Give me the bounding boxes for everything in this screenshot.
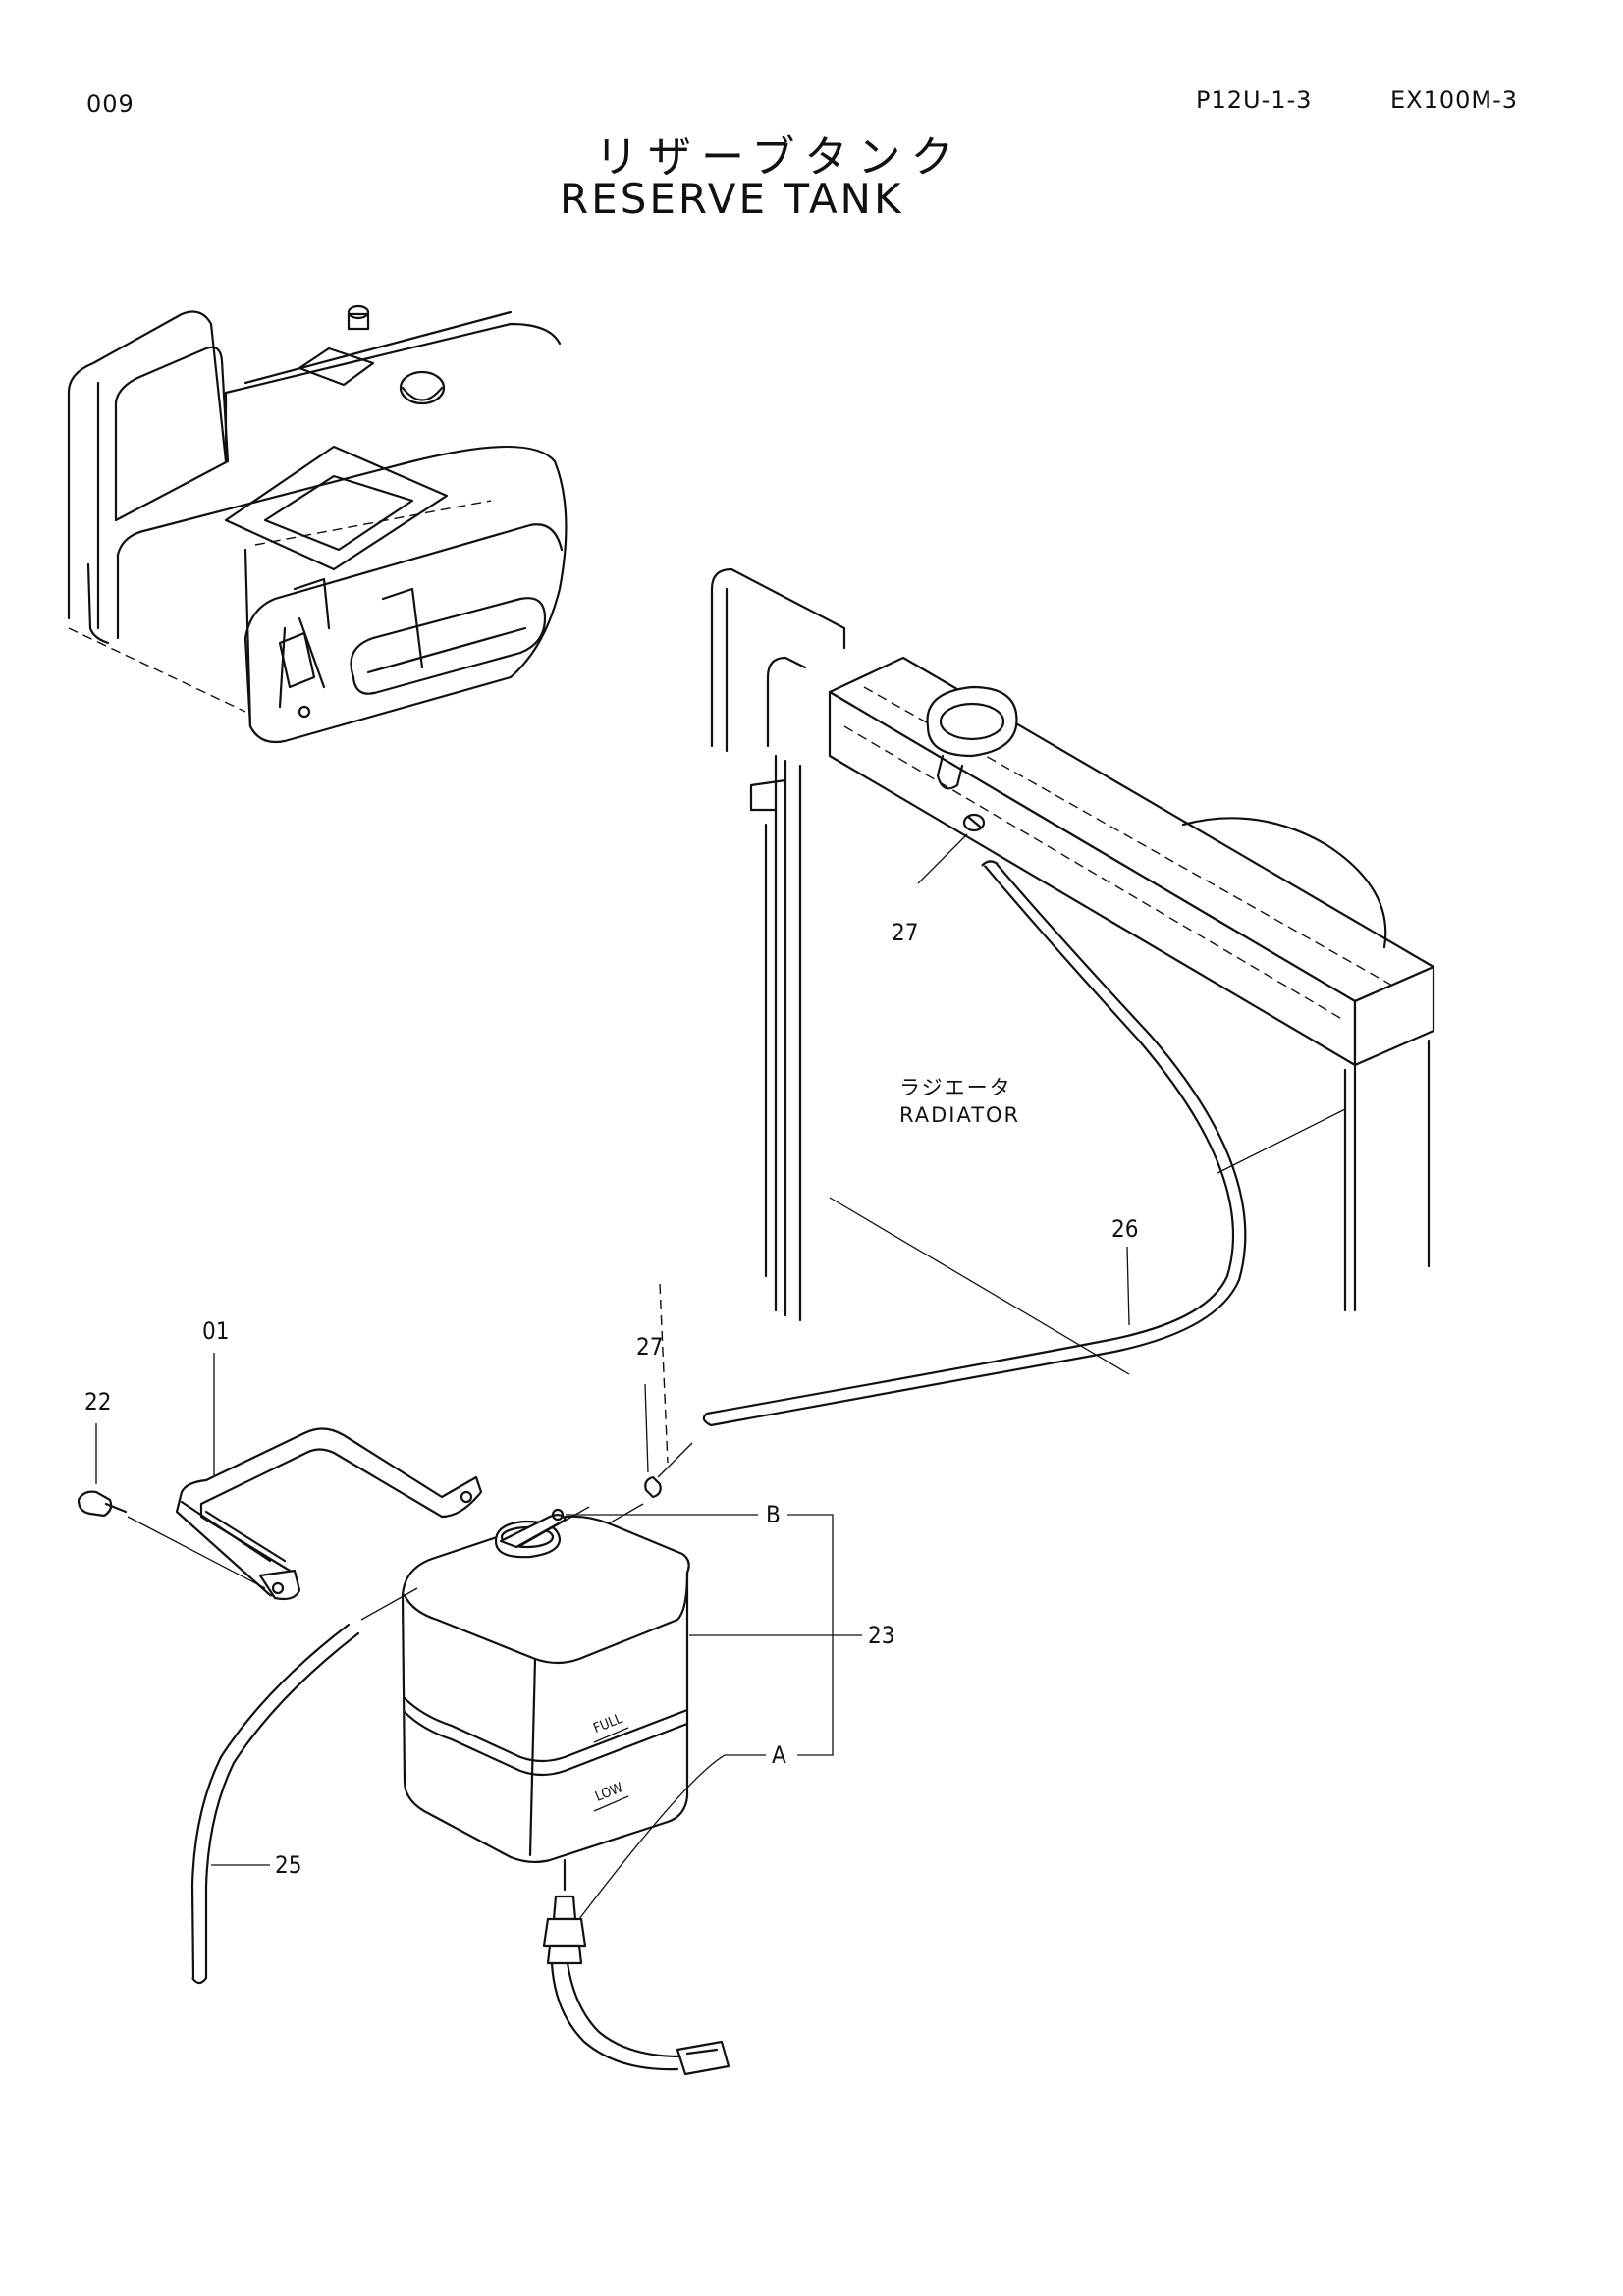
machine-overview-illustration bbox=[67, 304, 568, 744]
callout-a: A bbox=[772, 1741, 786, 1769]
callout-01: 01 bbox=[202, 1317, 230, 1345]
radiator-label-japanese: ラジエータ bbox=[899, 1076, 1012, 1099]
bracket-01 bbox=[175, 1427, 483, 1601]
hose-clip-27 bbox=[568, 1283, 693, 1547]
radiator-illustration bbox=[710, 567, 1435, 1375]
reserve-tank-23 bbox=[401, 1508, 690, 1892]
title-japanese: リザーブタンク bbox=[595, 133, 964, 183]
overflow-hose-26 bbox=[702, 860, 1247, 1427]
callout-b: B bbox=[766, 1501, 781, 1528]
radiator-label-english: RADIATOR bbox=[899, 1103, 1021, 1127]
drain-hose-25 bbox=[190, 1506, 590, 1985]
radiator-label: ラジエータ RADIATOR bbox=[899, 1074, 1020, 1129]
bolt-22 bbox=[77, 1490, 266, 1589]
sheet-code: P12U-1-3 bbox=[1196, 86, 1313, 114]
callout-27-top: 27 bbox=[892, 919, 919, 946]
callout-22: 22 bbox=[84, 1388, 112, 1415]
page-number: 009 bbox=[86, 90, 135, 118]
callout-23: 23 bbox=[868, 1622, 895, 1649]
level-switch-a bbox=[542, 1895, 730, 2076]
callout-27-clip: 27 bbox=[636, 1333, 664, 1361]
title-english: RESERVE TANK bbox=[560, 175, 904, 223]
callout-25: 25 bbox=[275, 1851, 302, 1879]
model-code: EX100M-3 bbox=[1390, 86, 1519, 114]
callout-26: 26 bbox=[1111, 1215, 1139, 1243]
callout-leaders bbox=[95, 1246, 1130, 1920]
